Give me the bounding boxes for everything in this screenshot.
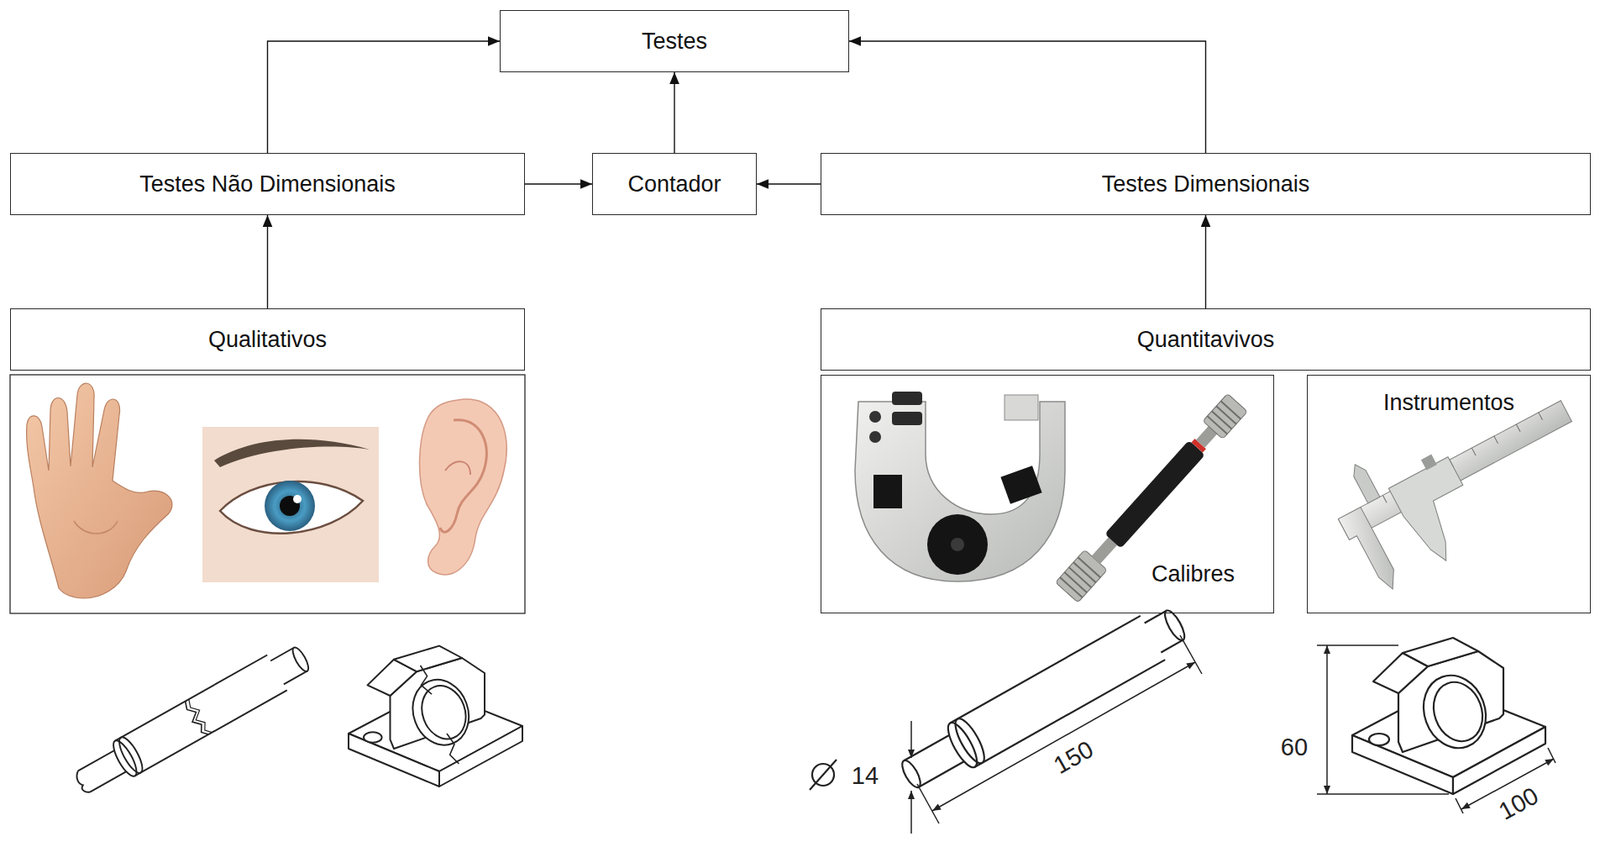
node-text: Testes Dimensionais [1101,170,1311,198]
dimension-text: 60 [1280,733,1308,761]
cracked-shaft-drawing [69,639,315,802]
snap-gauge-picture [855,391,1065,582]
dimension-text: 100 [1494,781,1543,824]
connector-arrow [849,41,1207,153]
node-text: Qualitativos [208,325,327,353]
dimension-text: 150 [1049,734,1098,779]
node-text: Testes Não Dimensionais [139,170,396,198]
hand-picture [26,382,173,599]
shaft-drawing [893,600,1192,799]
picture-panel: Calibres [820,374,1275,614]
node-text: Instrumentos [1383,388,1515,416]
node-text: Contador [627,170,721,198]
picture-panel [10,374,525,614]
node-text: Quantitavivos [1137,325,1275,353]
caliper-picture [1319,364,1600,596]
process-box: Testes [499,10,850,73]
eye-picture [202,426,379,583]
dimension-text: 14 [851,761,879,789]
bearing-block-drawing [1352,637,1546,794]
ear-picture [419,398,508,575]
dimension-label: 14 [851,760,879,791]
dimension-lines [809,634,1556,834]
node-text: Calibres [1151,560,1235,588]
connector-arrow [524,183,593,184]
category-box: Testes Não Dimensionais [10,152,525,216]
type-box: Quantitavivos [820,308,1591,371]
picture-panel: Instrumentos [1306,374,1591,614]
counter-box: Contador [592,152,757,216]
plug-gauge-picture [1055,392,1249,603]
connector-arrow [1205,215,1207,309]
category-box: Testes Dimensionais [820,152,1591,216]
connector-arrow [267,215,268,309]
type-box: Qualitativos [10,308,525,371]
connector-arrow [673,72,675,153]
connector-arrow [756,183,821,184]
node-text: Testes [641,27,708,55]
dimension-label: 60 [1280,732,1308,762]
cracked-bearing-drawing [348,645,523,787]
connector-arrow [267,41,501,153]
